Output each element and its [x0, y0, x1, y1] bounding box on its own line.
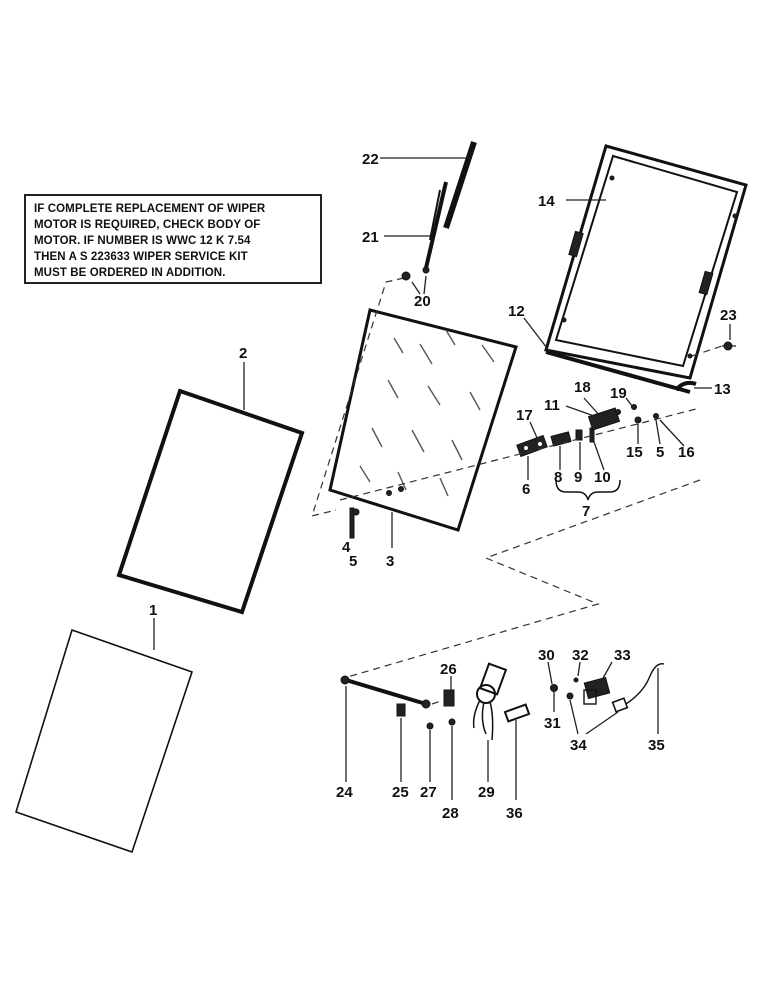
note-line-2: MOTOR IS REQUIRED, CHECK BODY OF [34, 219, 261, 231]
part-34-connector [566, 692, 574, 700]
part-21-wiper-arm [424, 181, 448, 269]
callout-10: 10 [594, 469, 611, 486]
callout-1: 1 [149, 602, 157, 619]
part-20-pivot [401, 266, 430, 281]
callout-25: 25 [392, 784, 409, 801]
callout-8: 8 [554, 469, 562, 486]
callout-13: 13 [714, 381, 731, 398]
part-29-wiper-motor [472, 662, 508, 741]
part-13-clip [674, 380, 697, 392]
callout-9: 9 [574, 469, 582, 486]
callout-2: 2 [239, 345, 247, 362]
callout-29: 29 [478, 784, 495, 801]
part-1-panel [15, 628, 194, 854]
part-5-washer [352, 508, 360, 516]
callout-11: 11 [544, 397, 560, 414]
callout-5-right: 5 [656, 444, 664, 461]
callout-15: 15 [626, 444, 643, 461]
callout-27: 27 [420, 784, 437, 801]
part-32-screw [573, 677, 579, 683]
note-line-4: THEN A S 223633 WIPER SERVICE KIT [34, 251, 248, 263]
part-3-glass [328, 308, 518, 532]
note-line-5: MUST BE ORDERED IN ADDITION. [34, 267, 226, 279]
callout-30: 30 [538, 647, 555, 664]
note-line-1: IF COMPLETE REPLACEMENT OF WIPER [34, 203, 266, 215]
callout-3: 3 [386, 553, 394, 570]
glass-reflection-marks [359, 329, 495, 497]
callout-16: 16 [678, 444, 695, 461]
callout-21: 21 [362, 229, 379, 246]
part-22-wiper-blade [443, 141, 477, 229]
callout-24: 24 [336, 784, 353, 801]
callout-17: 17 [516, 407, 533, 424]
callout-26: 26 [440, 661, 457, 678]
callout-4: 4 [342, 539, 351, 556]
callout-20: 20 [414, 293, 431, 310]
part-27-washer [426, 722, 434, 730]
callout-36: 36 [506, 805, 523, 822]
part-26-clamp [443, 689, 455, 707]
part-35-wire-harness [611, 663, 665, 713]
part-33-switch [583, 676, 611, 705]
callout-14: 14 [538, 193, 555, 210]
callout-31: 31 [544, 715, 561, 732]
callout-18: 18 [574, 379, 591, 396]
callout-12: 12 [508, 303, 525, 320]
callout-7: 7 [582, 503, 590, 520]
part-4-screw [349, 507, 355, 539]
part-24-shaft [340, 675, 431, 709]
callout-34: 34 [570, 737, 587, 754]
part-28-washer [448, 718, 456, 726]
callout-5-left: 5 [349, 553, 357, 570]
callout-28: 28 [442, 805, 459, 822]
replacement-note-box: IF COMPLETE REPLACEMENT OF WIPER MOTOR I… [24, 194, 322, 284]
callout-19: 19 [610, 385, 627, 402]
callout-6: 6 [522, 481, 530, 498]
callout-35: 35 [648, 737, 665, 754]
part-2-gasket [116, 388, 305, 615]
part-25-nut [396, 703, 406, 717]
note-line-3: MOTOR. IF NUMBER IS WWC 12 K 7.54 [34, 235, 251, 247]
callout-23: 23 [720, 307, 737, 324]
part-30-screw [550, 684, 558, 692]
part-12-seal [545, 350, 691, 394]
part-23-fastener [722, 341, 736, 351]
part-36-bracket [503, 703, 531, 723]
callout-22: 22 [362, 151, 379, 168]
callout-33: 33 [614, 647, 631, 664]
callout-32: 32 [572, 647, 589, 664]
group-7-brace [555, 479, 621, 501]
part-14-window-frame [544, 144, 748, 380]
